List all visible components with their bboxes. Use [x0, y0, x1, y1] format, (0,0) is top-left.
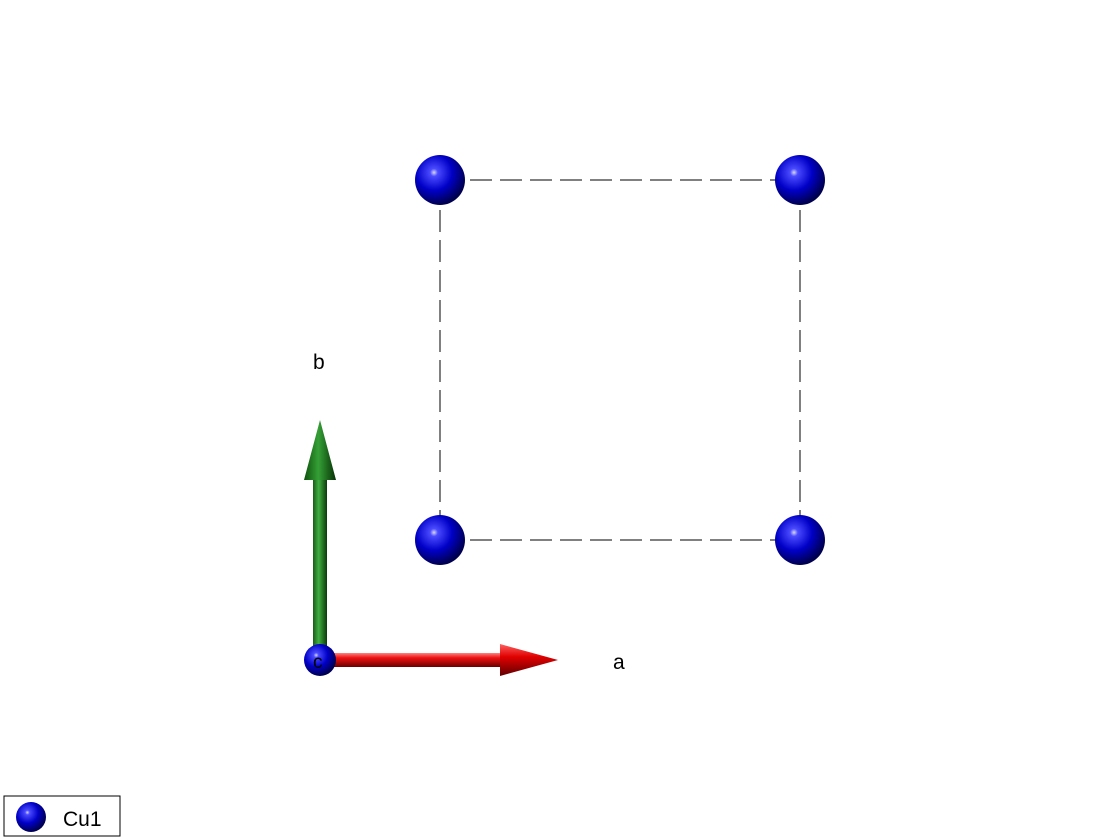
c-axis-label: c	[313, 652, 323, 673]
axis-indicator: a b c	[304, 351, 625, 676]
b-axis-label: b	[313, 351, 325, 374]
legend-cu1-swatch-icon	[16, 802, 46, 832]
b-axis-arrow	[304, 420, 336, 662]
a-axis-label: a	[613, 651, 625, 674]
c-axis-marker	[304, 644, 336, 676]
cu1-atom-bottom-right[interactable]	[775, 515, 825, 565]
legend: Cu1	[3, 795, 121, 837]
unit-cell-edges	[439, 179, 801, 541]
legend-cu1-label: Cu1	[63, 808, 102, 831]
cu1-atom-top-left[interactable]	[415, 155, 465, 205]
atoms	[415, 155, 825, 565]
cu1-atom-bottom-left[interactable]	[415, 515, 465, 565]
a-axis-arrow	[320, 644, 558, 676]
cu1-atom-top-right[interactable]	[775, 155, 825, 205]
